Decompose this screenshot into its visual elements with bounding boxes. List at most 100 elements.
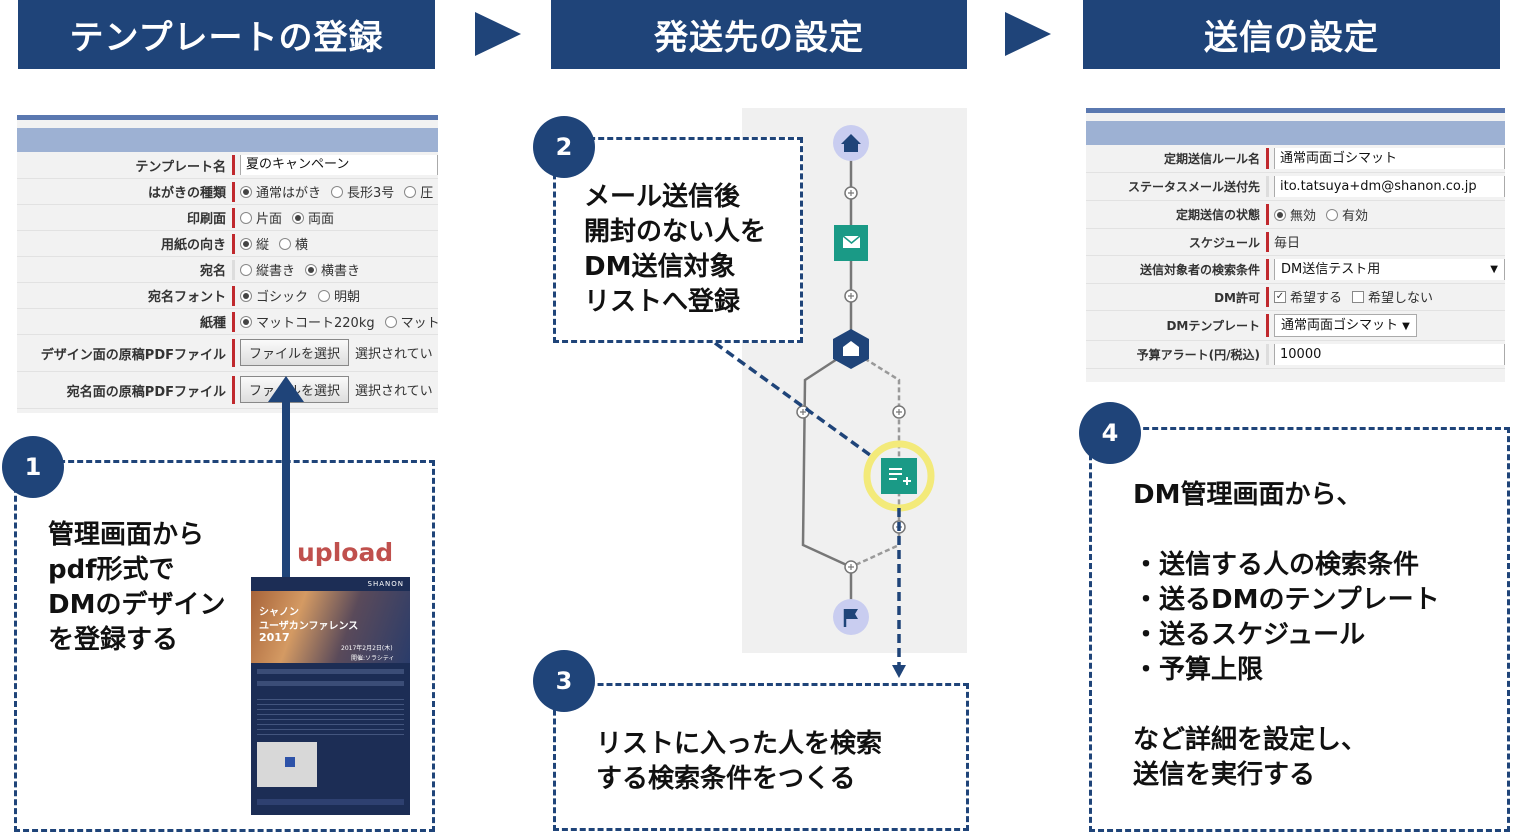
- radio-button[interactable]: [240, 185, 252, 198]
- step1-header: テンプレートの登録: [18, 0, 435, 69]
- radio-button[interactable]: [1326, 208, 1339, 221]
- form-top-bar: [1086, 108, 1505, 113]
- row-label: テンプレート名: [135, 159, 226, 175]
- template-name-input[interactable]: 夏のキャンペーン: [240, 154, 438, 176]
- dm-template-select[interactable]: 通常両面ゴシマット ▼: [1274, 314, 1417, 337]
- form-row: 定期送信ルール名 通常両面ゴシマット: [1086, 145, 1505, 173]
- form-row: 送信対象者の検索条件 DM送信テスト用▼: [1086, 256, 1505, 284]
- step4-number: 4: [1079, 402, 1141, 464]
- radio-option[interactable]: 横書き: [305, 260, 360, 279]
- step2-title: 発送先の設定: [654, 18, 864, 58]
- file-status: 選択されてい: [355, 347, 433, 363]
- row-label: 印刷面: [186, 212, 226, 227]
- radio-option[interactable]: 無効: [1274, 205, 1316, 224]
- radio-button[interactable]: [292, 211, 305, 224]
- radio-button[interactable]: [1274, 208, 1286, 221]
- radio-option[interactable]: 縦書き: [240, 260, 295, 279]
- select-value: DM送信テスト用: [1281, 262, 1381, 277]
- step2-box: [553, 137, 803, 343]
- radio-option[interactable]: 長形3号: [331, 182, 394, 201]
- row-label: DM許可: [1214, 290, 1260, 305]
- radio-button[interactable]: [318, 289, 331, 302]
- radio-option[interactable]: 縦: [240, 234, 269, 253]
- radio-option[interactable]: マットコート220kg: [240, 312, 375, 331]
- step3-text: リストに入った人を検索 する検索条件をつくる: [596, 729, 883, 794]
- radio-button[interactable]: [331, 185, 344, 198]
- row-label: 用紙の向き: [160, 238, 226, 253]
- row-label: デザイン面の原稿PDFファイル: [40, 347, 226, 363]
- radio-button[interactable]: [404, 185, 417, 198]
- schedule-value: 毎日: [1274, 236, 1301, 252]
- arrow-down-icon: [892, 665, 906, 678]
- status-mail-input[interactable]: ito.tatsuya+dm@shanon.co.jp: [1274, 175, 1505, 198]
- plus-icon[interactable]: [844, 186, 858, 200]
- chevron-down-icon: ▼: [1490, 264, 1498, 275]
- form-row: DM許可 ✓希望する 希望しない: [1086, 284, 1505, 311]
- step2-number: 2: [533, 116, 595, 178]
- radio-option[interactable]: 通常はがき: [240, 182, 321, 201]
- radio-label: 通常はがき: [256, 186, 322, 201]
- row-label: 宛名面の原稿PDFファイル: [66, 384, 226, 400]
- radio-button[interactable]: [240, 263, 252, 276]
- flag-icon[interactable]: [833, 599, 869, 635]
- row-value: 毎日: [1266, 231, 1505, 253]
- radio-button[interactable]: [240, 237, 252, 250]
- radio-option[interactable]: 横: [279, 234, 308, 253]
- step2-header: 発送先の設定: [551, 0, 967, 69]
- radio-label: 縦書き: [256, 264, 296, 279]
- search-condition-select[interactable]: DM送信テスト用 ▼: [1274, 258, 1505, 281]
- row-value: ✓希望する 希望しない: [1266, 286, 1505, 308]
- radio-button[interactable]: [240, 289, 252, 302]
- select-value: 通常両面ゴシマット: [1281, 318, 1399, 333]
- radio-option[interactable]: 圧: [404, 182, 433, 201]
- mail-node-icon[interactable]: [834, 225, 868, 261]
- postcard-info-line: [257, 669, 404, 674]
- form-row: DMテンプレート 通常両面ゴシマット ▼: [1086, 311, 1505, 341]
- radio-option[interactable]: 片面: [240, 208, 282, 227]
- radio-button[interactable]: [384, 315, 397, 328]
- radio-button[interactable]: [240, 315, 252, 328]
- step2-text: メール送信後 開封のない人を DM送信対象 リストへ登録: [584, 182, 767, 317]
- radio-label: 横: [295, 238, 309, 253]
- upload-label: upload: [297, 538, 394, 567]
- radio-option[interactable]: マット: [384, 312, 438, 331]
- row-value: 片面 両面: [232, 207, 438, 228]
- plus-icon[interactable]: [844, 289, 858, 303]
- row-label: 定期送信の状態: [1175, 208, 1260, 222]
- row-value: 縦書き 横書き: [232, 259, 438, 280]
- row-value: DM送信テスト用 ▼: [1266, 258, 1505, 281]
- send-settings-form: 定期送信ルール名 通常両面ゴシマット ステータスメール送付先 ito.tatsu…: [1086, 108, 1505, 382]
- rule-name-input[interactable]: 通常両面ゴシマット: [1274, 147, 1505, 170]
- postcard-venue: 開催:ソラシティ: [351, 655, 395, 662]
- radio-option[interactable]: 有効: [1326, 205, 1368, 224]
- form-header-band: [17, 128, 438, 152]
- home-icon[interactable]: [833, 125, 869, 161]
- row-label: 定期送信ルール名: [1163, 152, 1260, 166]
- checkbox[interactable]: [1352, 290, 1365, 303]
- postcard-year: 2017: [259, 631, 290, 644]
- checkbox[interactable]: ✓: [1274, 290, 1286, 303]
- radio-label: 横書き: [321, 264, 361, 279]
- form-row: 宛名フォント ゴシック 明朝: [17, 283, 438, 309]
- radio-option[interactable]: ゴシック: [240, 286, 308, 305]
- budget-input[interactable]: 10000: [1274, 343, 1505, 366]
- checkbox-option[interactable]: ✓希望する: [1274, 287, 1342, 306]
- radio-button[interactable]: [279, 237, 292, 250]
- row-value: 通常はがき 長形3号 圧: [232, 181, 438, 202]
- form-header-band: [1086, 121, 1505, 145]
- form-row: 定期送信の状態 無効 有効: [1086, 201, 1505, 229]
- form-row: 紙種 マットコート220kg マット: [17, 309, 438, 335]
- file-select-button[interactable]: ファイルを選択: [240, 339, 350, 367]
- plus-icon[interactable]: [844, 560, 858, 574]
- radio-option[interactable]: 両面: [292, 208, 334, 227]
- radio-button[interactable]: [305, 263, 318, 276]
- radio-option[interactable]: 明朝: [318, 286, 360, 305]
- row-value: 通常両面ゴシマット: [1266, 147, 1505, 170]
- plus-icon[interactable]: [892, 405, 906, 419]
- branch-node-icon[interactable]: [833, 329, 869, 369]
- row-value: ファイルを選択 選択されてい: [232, 338, 438, 368]
- checkbox-option[interactable]: 希望しない: [1352, 287, 1433, 306]
- row-value: 無効 有効: [1266, 203, 1505, 226]
- radio-label: 明朝: [334, 290, 361, 305]
- radio-button[interactable]: [240, 211, 252, 224]
